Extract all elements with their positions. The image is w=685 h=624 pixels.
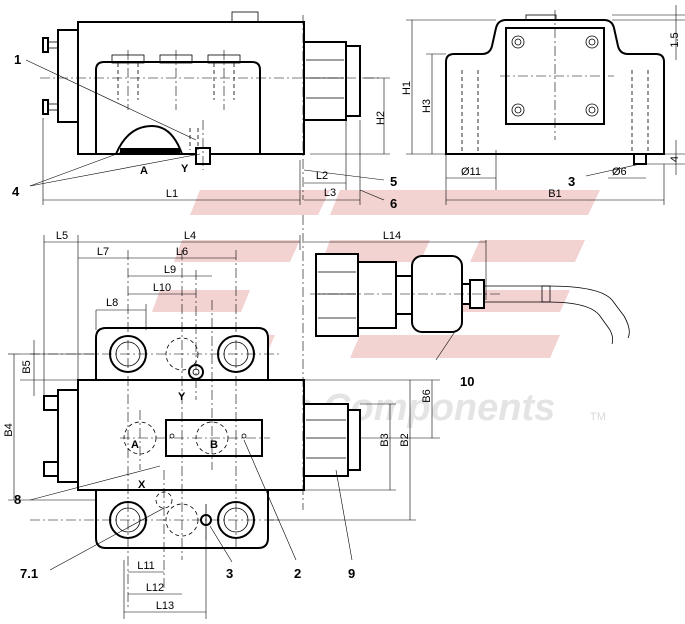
dim-4: 4 (669, 156, 681, 162)
dim-h3: H3 (421, 99, 433, 113)
callout-8: 8 (14, 492, 21, 507)
dim-1-5: 1.5 (669, 32, 681, 47)
dim-l6: L6 (176, 246, 188, 258)
dim-l12: L12 (146, 582, 164, 594)
callout-5: 5 (390, 174, 397, 189)
callout-6: 6 (390, 196, 397, 211)
front-view: A Y H2 L1 L2 L3 (40, 11, 390, 205)
dim-d6: Ø6 (612, 166, 627, 178)
top-view: A B X Y B5 B4 B6 (3, 215, 487, 619)
dim-l14: L14 (383, 230, 401, 242)
dim-l8: L8 (106, 297, 118, 309)
callout-1: 1 (14, 52, 21, 67)
port-label-a-top: A (131, 439, 139, 451)
port-label-b: B (210, 439, 218, 451)
dim-d11: Ø11 (461, 166, 481, 178)
port-label-x: X (138, 479, 146, 491)
dim-l1: L1 (166, 188, 178, 200)
plug-connector (310, 253, 630, 345)
dim-b2: B2 (399, 433, 411, 446)
callout-7-1: 7.1 (20, 566, 38, 581)
dim-l5: L5 (56, 230, 68, 242)
dim-h2: H2 (375, 111, 387, 125)
dim-b3: B3 (379, 433, 391, 446)
dim-b1: B1 (548, 188, 561, 200)
dim-h1: H1 (401, 81, 413, 95)
dim-l9: L9 (164, 264, 176, 276)
dim-b6: B6 (421, 389, 433, 402)
dim-l11: L11 (137, 560, 155, 572)
dim-l3: L3 (324, 187, 336, 199)
dim-l13: L13 (156, 600, 174, 612)
callout-2: 2 (294, 566, 301, 581)
callout-3: 3 (226, 566, 233, 581)
port-label-a: A (140, 165, 148, 177)
watermark-tm: TM (590, 411, 606, 423)
dim-b5: B5 (21, 360, 33, 373)
port-label-y: Y (181, 163, 189, 175)
dim-l2: L2 (316, 170, 328, 182)
side-view: H1 H3 1.5 4 Ø11 Ø6 B1 (401, 5, 685, 205)
callout-4: 4 (12, 184, 20, 199)
dim-l10: L10 (153, 282, 171, 294)
dim-b4: B4 (3, 423, 15, 436)
callout-3-side: 3 (568, 174, 575, 189)
dim-l4: L4 (184, 230, 196, 242)
callout-9: 9 (348, 566, 355, 581)
callout-10: 10 (460, 374, 474, 389)
dim-l7: L7 (97, 246, 109, 258)
callouts: 1 4 5 6 3 10 8 7.1 3 2 9 (12, 52, 641, 581)
